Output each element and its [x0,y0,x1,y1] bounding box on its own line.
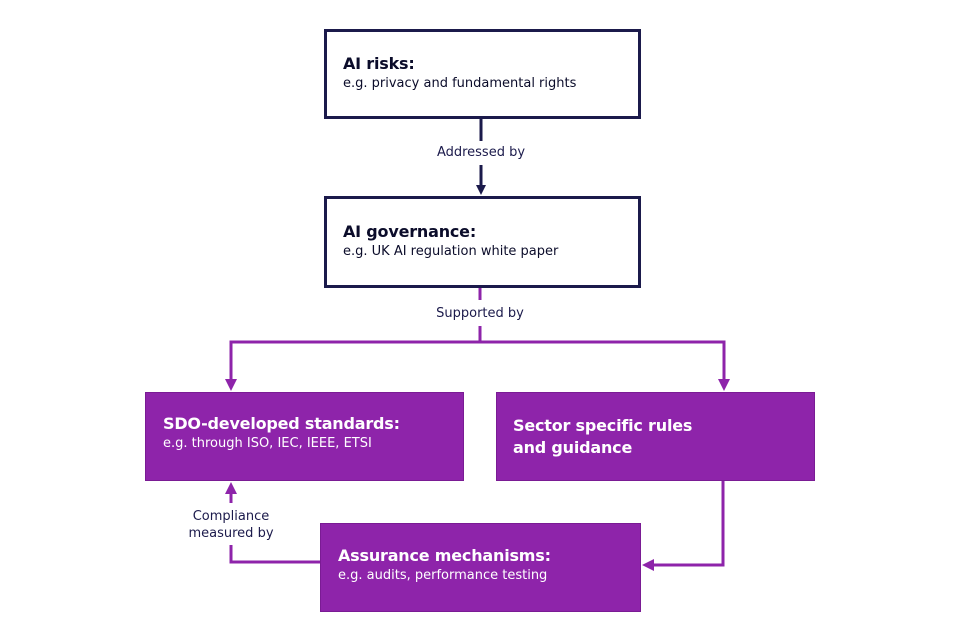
edge-supported-to-sector [480,340,730,391]
edge-label-compliance: Compliance measured by [176,508,286,542]
node-ai-governance-sub: e.g. UK AI regulation white paper [343,244,559,259]
node-ai-risks-sub: e.g. privacy and fundamental rights [343,76,577,91]
node-sdo-standards-title: SDO-developed standards: [163,414,400,433]
edge-sector-to-assurance [642,481,725,571]
node-ai-governance-title: AI governance: [343,222,477,241]
edge-label-compliance-line2: measured by [188,526,274,541]
edge-assurance-compliance [229,545,320,564]
node-sector-rules: Sector specific rules and guidance [496,392,815,481]
node-ai-risks: AI risks: e.g. privacy and fundamental r… [324,29,641,119]
node-sdo-standards: SDO-developed standards: e.g. through IS… [145,392,464,481]
edge-label-supported-by: Supported by [420,305,540,322]
node-sector-rules-title-line2: and guidance [513,438,633,457]
node-ai-risks-title: AI risks: [343,54,415,73]
node-ai-governance: AI governance: e.g. UK AI regulation whi… [324,196,641,288]
edge-label-compliance-line1: Compliance [192,509,270,524]
node-assurance-mechanisms: Assurance mechanisms: e.g. audits, perfo… [320,523,641,612]
node-sector-rules-title-line1: Sector specific rules [513,416,693,435]
node-assurance-mechanisms-title: Assurance mechanisms: [338,546,551,565]
edge-label-addressed-by: Addressed by [426,144,536,161]
node-assurance-mechanisms-sub: e.g. audits, performance testing [338,568,548,583]
edge-supported-to-sdo [225,326,482,391]
node-sdo-standards-sub: e.g. through ISO, IEC, IEEE, ETSI [163,436,372,451]
